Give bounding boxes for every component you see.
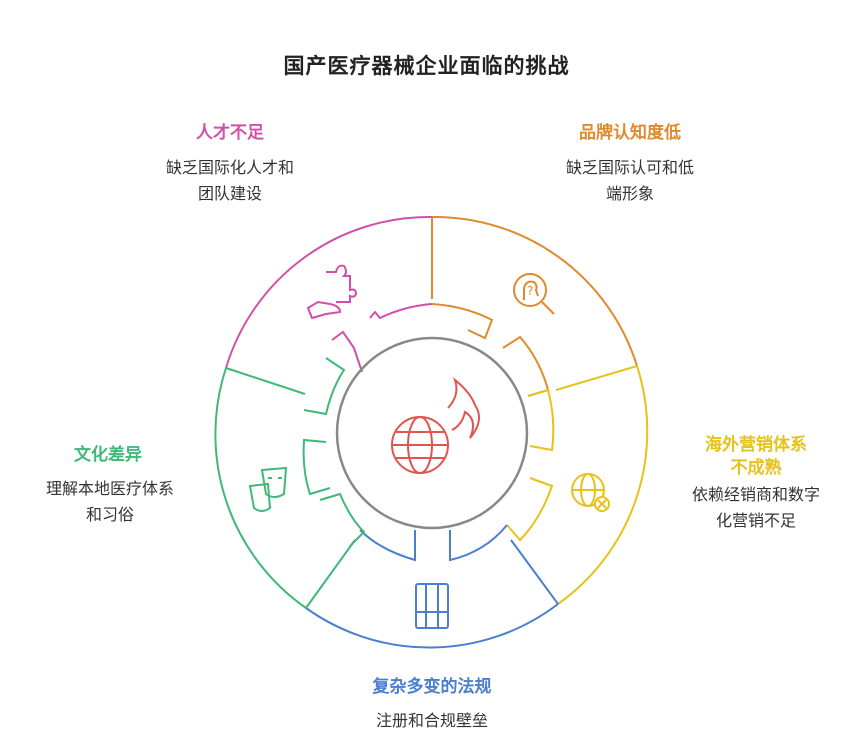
spokes: [225, 217, 638, 609]
desc-brand-line2: 端形象: [605, 184, 654, 203]
heading-culture: 文化差异: [74, 445, 142, 465]
inner-segment-brand: [431, 303, 494, 340]
inner-segment-culture: [302, 438, 331, 496]
ring-segment-talent: [225, 215, 433, 369]
inner-segment-culture-2: [303, 357, 346, 416]
desc-culture-line2: 和习俗: [85, 505, 134, 524]
desc-culture-line1: 理解本地医疗体系: [45, 479, 174, 498]
desc-brand-line1: 缺乏国际认可和低: [565, 158, 694, 177]
heading-marketing-line2: 不成熟: [730, 458, 782, 478]
heading-marketing-line1: 海外营销体系: [705, 435, 807, 455]
ring-segment-brand: [431, 215, 638, 367]
heading-regulation: 复杂多变的法规: [372, 677, 492, 697]
inner-segment-culture-3: [319, 492, 366, 547]
inner-ring: [302, 303, 555, 562]
inner-segment-regulation-2: [449, 524, 508, 562]
heading-brand: 品牌认知度低: [579, 123, 681, 143]
ring-segment-culture: [214, 367, 307, 609]
desc-marketing-line1: 依赖经销商和数字: [691, 485, 820, 504]
desc-marketing-line2: 化营销不足: [715, 511, 796, 530]
head-magnifier-icon: ?: [513, 273, 555, 315]
document-icon: [415, 583, 449, 629]
desc-regulation: 注册和合规壁垒: [375, 711, 488, 730]
outer-ring: [214, 215, 649, 649]
inner-segment-talent-2: [331, 330, 363, 373]
center-circle: [335, 336, 529, 530]
ring-segment-regulation: [305, 603, 559, 649]
inner-segment-talent: [369, 303, 433, 320]
inner-segment-regulation: [359, 529, 416, 562]
desc-talent-line2: 团队建设: [197, 184, 262, 203]
puzzle-hand-icon: [306, 264, 358, 320]
desc-talent-line1: 缺乏国际化人才和: [165, 158, 294, 177]
ring-segment-marketing: [557, 365, 649, 605]
theater-masks-icon: [248, 466, 288, 512]
globe-fire-icon: [391, 377, 480, 474]
diagram-title: 国产医疗器械企业面临的挑战: [283, 54, 570, 78]
globe-x-icon: [571, 473, 610, 512]
inner-segment-marketing: [527, 388, 555, 452]
inner-segment-marketing-2: [506, 477, 554, 542]
heading-talent: 人才不足: [196, 123, 264, 143]
inner-segment-brand-2: [502, 335, 550, 397]
svg-text:?: ?: [527, 284, 533, 298]
